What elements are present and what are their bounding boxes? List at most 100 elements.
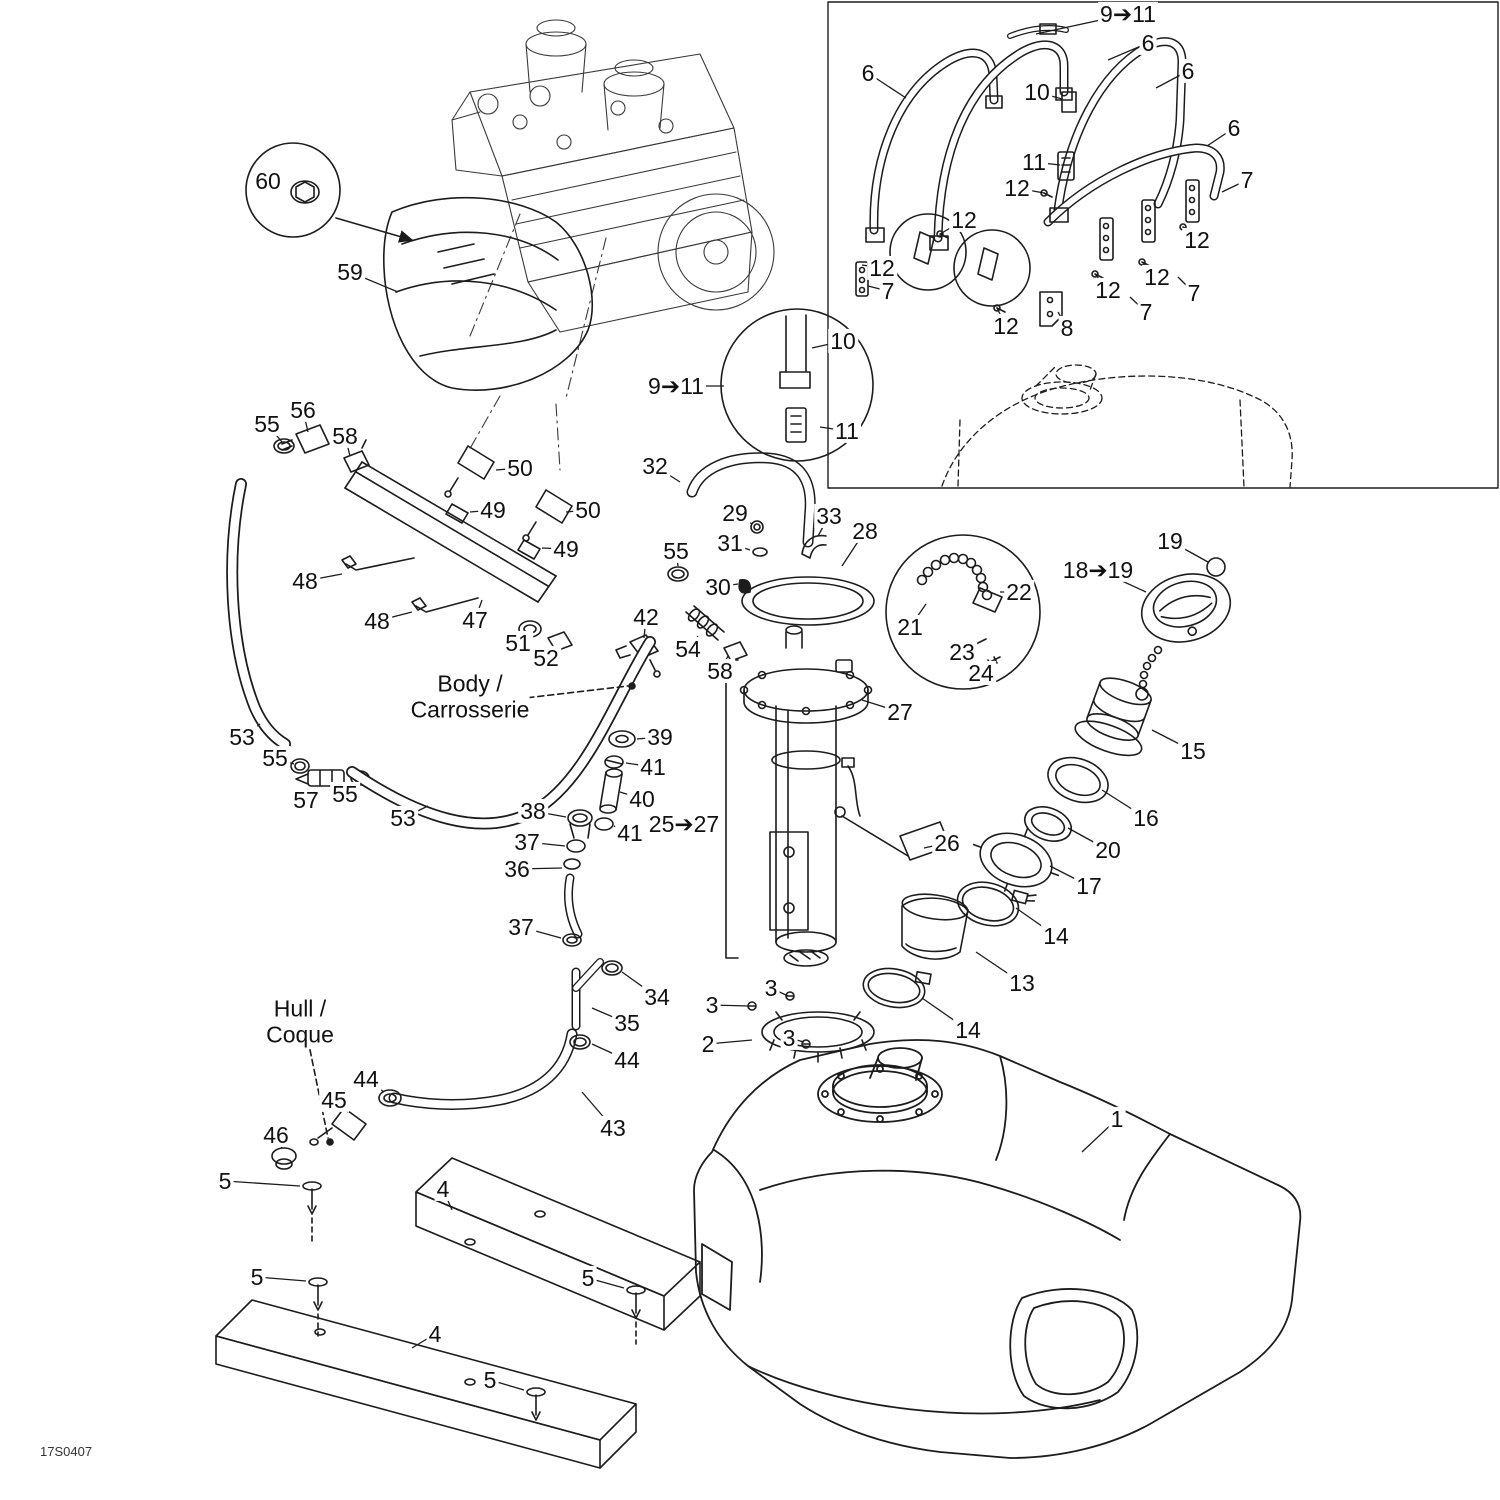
callout-7: 7 xyxy=(879,277,897,304)
callout-7: 7 xyxy=(1137,298,1155,325)
callout-15: 15 xyxy=(1178,737,1208,764)
callout-3: 3 xyxy=(780,1024,798,1051)
callout-54: 54 xyxy=(673,635,703,662)
callout-59: 59 xyxy=(335,258,365,285)
tank-straps xyxy=(865,23,1225,251)
callout-57: 57 xyxy=(291,786,321,813)
heat-shield xyxy=(335,196,594,391)
callout-25➔27: 25➔27 xyxy=(646,810,722,837)
callout-44: 44 xyxy=(612,1046,642,1073)
callout-12: 12 xyxy=(1182,226,1212,253)
callout-40: 40 xyxy=(627,785,657,812)
callout-5: 5 xyxy=(579,1264,597,1291)
callout-48: 48 xyxy=(362,607,392,634)
push-pins xyxy=(302,1181,646,1421)
callout-56: 56 xyxy=(288,396,318,423)
callout-28: 28 xyxy=(850,517,880,544)
callout-14: 14 xyxy=(1041,922,1071,949)
fuel-tank xyxy=(693,1039,1302,1459)
callout-6: 6 xyxy=(1139,29,1157,56)
callout-9➔11: 9➔11 xyxy=(646,372,706,399)
callout-34: 34 xyxy=(642,983,672,1010)
callout-55: 55 xyxy=(260,744,290,771)
callout-41: 41 xyxy=(615,819,645,846)
callout-53: 53 xyxy=(388,804,418,831)
callout-14: 14 xyxy=(953,1016,983,1043)
retaining-ring xyxy=(747,991,875,1063)
callout-32: 32 xyxy=(640,452,670,479)
foam-pads xyxy=(215,1157,701,1469)
callout-2: 2 xyxy=(699,1030,717,1057)
callout-44: 44 xyxy=(351,1065,381,1092)
callout-12: 12 xyxy=(867,254,897,281)
callout-31: 31 xyxy=(715,529,745,556)
callout-55: 55 xyxy=(661,537,691,564)
callout-51: 51 xyxy=(503,629,533,656)
callout-42: 42 xyxy=(631,603,661,630)
callout-22: 22 xyxy=(1004,578,1034,605)
callout-30: 30 xyxy=(703,573,733,600)
callout-17: 17 xyxy=(1074,872,1104,899)
callout-5: 5 xyxy=(216,1167,234,1194)
callout-5: 5 xyxy=(248,1263,266,1290)
callout-35: 35 xyxy=(612,1009,642,1036)
callout-39: 39 xyxy=(645,723,675,750)
callout-52: 52 xyxy=(531,644,561,671)
callout-33: 33 xyxy=(814,502,844,529)
callout-27: 27 xyxy=(885,698,915,725)
body-label: Body / Carrosserie xyxy=(410,670,530,724)
callout-26: 26 xyxy=(932,829,962,856)
callout-21: 21 xyxy=(895,613,925,640)
callout-37: 37 xyxy=(506,913,536,940)
callout-47: 47 xyxy=(460,606,490,633)
callout-43: 43 xyxy=(598,1114,628,1141)
inset-tank-outline xyxy=(941,364,1293,488)
hull-label: Hull / Coque xyxy=(266,995,334,1049)
callout-12: 12 xyxy=(949,206,979,233)
callout-58: 58 xyxy=(330,422,360,449)
callout-8: 8 xyxy=(1058,314,1076,341)
callout-13: 13 xyxy=(1007,969,1037,996)
callout-48: 48 xyxy=(290,567,320,594)
callout-12: 12 xyxy=(991,312,1021,339)
callout-10: 10 xyxy=(1022,78,1052,105)
callout-3: 3 xyxy=(762,974,780,1001)
callout-18➔19: 18➔19 xyxy=(1060,556,1136,583)
callout-55: 55 xyxy=(252,410,282,437)
inset-panel xyxy=(720,1,1499,489)
callout-58: 58 xyxy=(705,657,735,684)
callout-60: 60 xyxy=(253,167,283,194)
callout-29: 29 xyxy=(720,499,750,526)
callout-53: 53 xyxy=(227,723,257,750)
callout-24: 24 xyxy=(966,659,996,686)
callout-20: 20 xyxy=(1093,836,1123,863)
callout-12: 12 xyxy=(1002,174,1032,201)
callout-55: 55 xyxy=(330,780,360,807)
callout-11: 11 xyxy=(1020,148,1048,175)
callout-7: 7 xyxy=(1238,166,1256,193)
callout-3: 3 xyxy=(703,991,721,1018)
strap-detail-circle xyxy=(720,91,1077,462)
callout-38: 38 xyxy=(518,797,548,824)
callout-12: 12 xyxy=(1093,276,1123,303)
callout-10: 10 xyxy=(828,327,858,354)
filler-cap-assembly xyxy=(862,557,1232,1009)
callout-37: 37 xyxy=(512,828,542,855)
callout-11: 11 xyxy=(833,417,861,444)
callout-36: 36 xyxy=(502,855,532,882)
callout-50: 50 xyxy=(573,496,603,523)
callout-5: 5 xyxy=(481,1366,499,1393)
callout-1: 1 xyxy=(1108,1105,1126,1132)
callout-6: 6 xyxy=(1179,57,1197,84)
engine-outline xyxy=(451,19,775,471)
callout-45: 45 xyxy=(319,1086,349,1113)
callout-9➔11: 9➔11 xyxy=(1098,0,1158,27)
callout-19: 19 xyxy=(1155,527,1185,554)
drawing-code: 17S0407 xyxy=(40,1444,93,1459)
callout-6: 6 xyxy=(859,59,877,86)
callout-49: 49 xyxy=(478,496,508,523)
callout-49: 49 xyxy=(551,535,581,562)
